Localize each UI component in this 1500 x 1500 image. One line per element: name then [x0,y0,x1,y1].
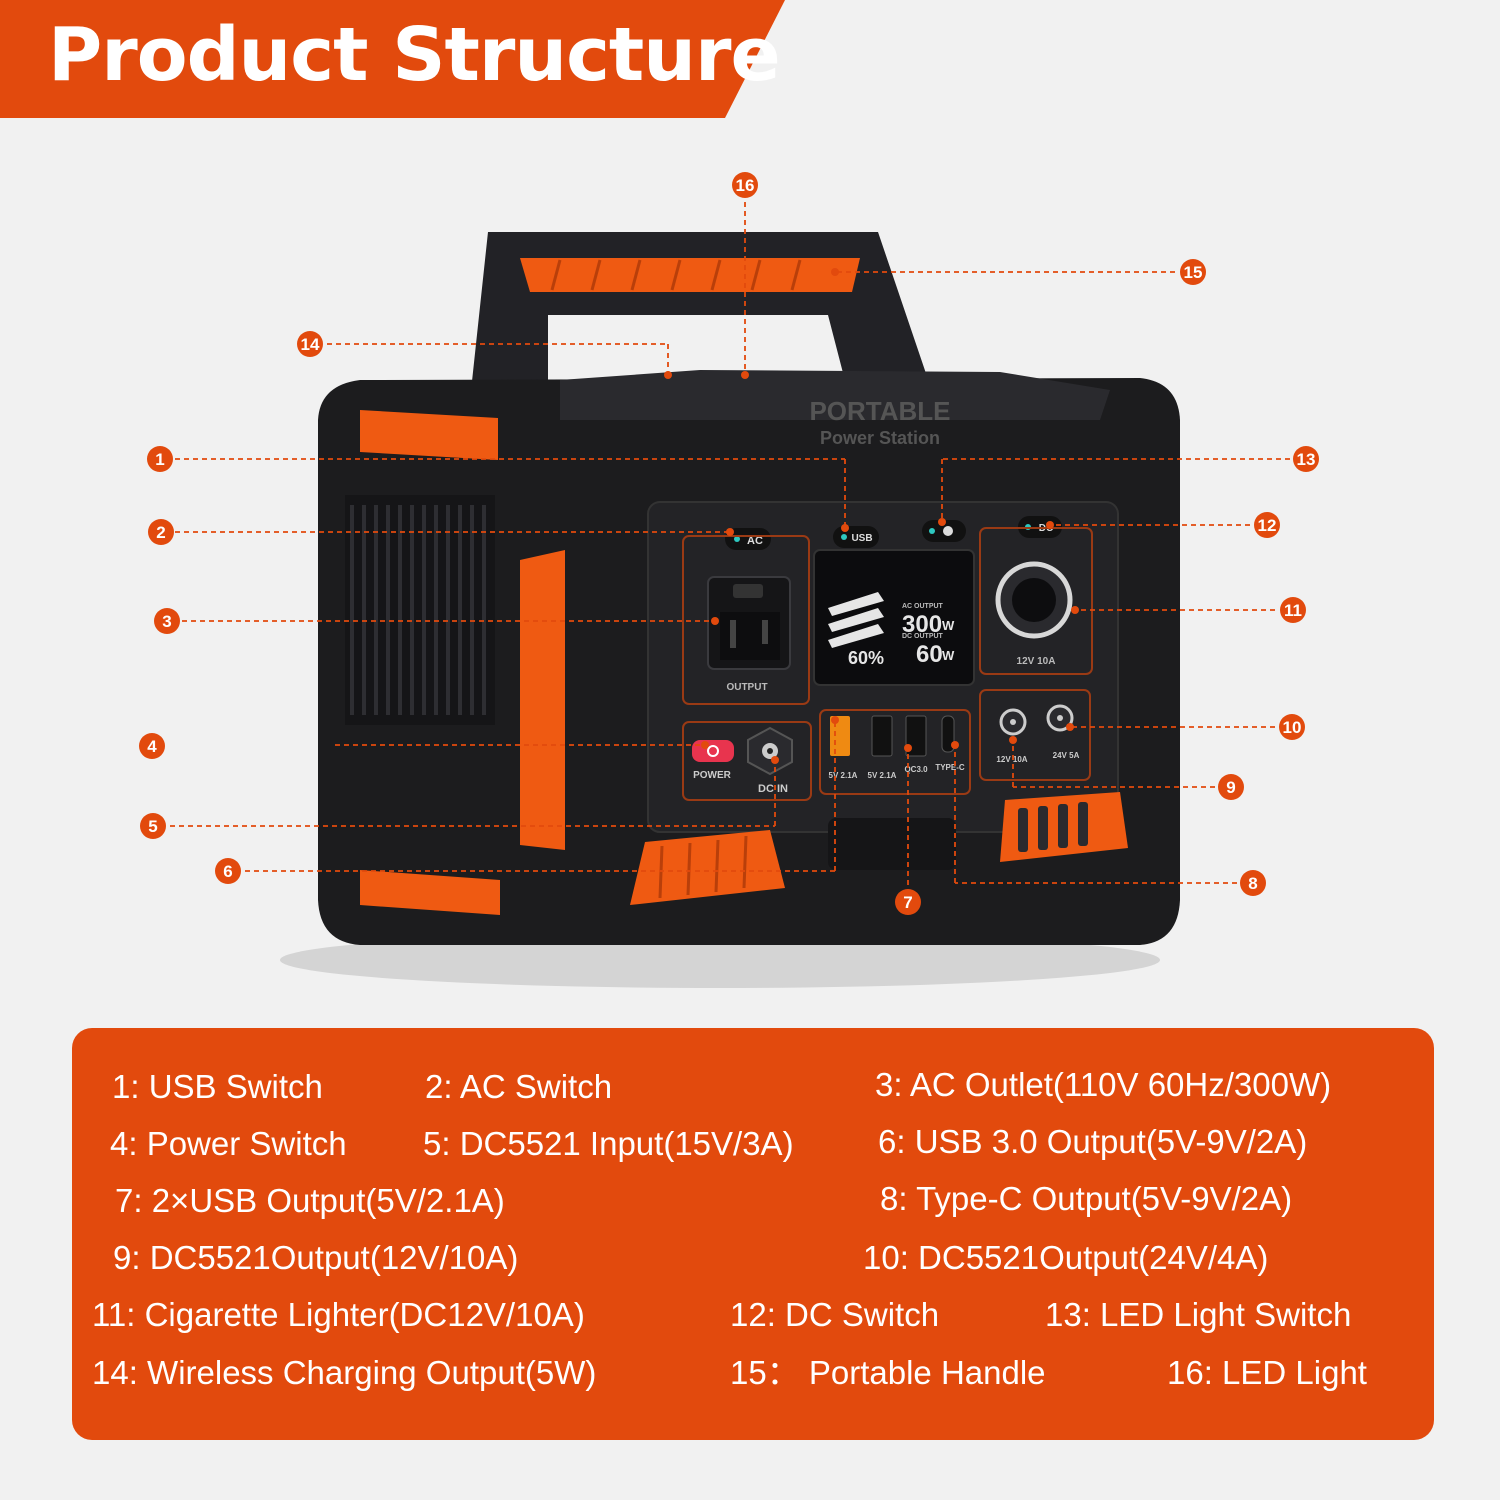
legend-item-9: 9: DC5521Output(12V/10A) [113,1239,519,1276]
ac-outlet [707,576,791,670]
svg-text:15: 15 [1184,263,1203,282]
callout-marker-14: 14 [297,331,323,357]
callout-marker-10: 10 [1279,714,1305,740]
ac-output-value: 300 [902,611,942,638]
dc-input-port [747,726,793,776]
led-light-switch [922,520,966,542]
dc5521-port-12v [999,708,1027,736]
callout-marker-9: 9 [1218,774,1244,800]
svg-text:5: 5 [148,817,157,836]
legend-item-14: 14: Wireless Charging Output(5W) [92,1354,597,1391]
svg-text:W: W [942,648,955,663]
handle [470,232,935,400]
svg-text:QC3.0: QC3.0 [904,765,928,774]
svg-text:11: 11 [1284,601,1302,620]
cigarette-lighter [995,561,1073,639]
callout-marker-3: 3 [154,608,180,634]
svg-text:24V 5A: 24V 5A [1053,751,1080,760]
callout-marker-1: 1 [147,446,173,472]
lighter-frame [979,527,1093,675]
usb-port-type-c [941,715,955,753]
legend-item-11: 11: Cigarette Lighter(DC12V/10A) [92,1296,585,1333]
dc-output-value: 60 [916,641,943,668]
header-banner [0,0,785,118]
legend-item-4: 4: Power Switch [110,1125,347,1162]
svg-text:5V 2.1A: 5V 2.1A [829,771,858,780]
dc-in-label: DC IN [758,783,788,795]
ac-output-display-label: AC OUTPUT [902,603,944,610]
legend-item-13: 13: LED Light Switch [1045,1296,1352,1333]
svg-text:16: 16 [736,176,755,195]
legend-item-6: 6: USB 3.0 Output(5V-9V/2A) [878,1123,1308,1160]
callout-lines [170,202,1290,885]
svg-text:10: 10 [1283,718,1302,737]
legend-item-3: 3: AC Outlet(110V 60Hz/300W) [875,1066,1332,1103]
callout-marker-8: 8 [1240,870,1266,896]
front-handle-recess [828,818,956,870]
svg-text:8: 8 [1248,874,1257,893]
lcd-display: 60% AC OUTPUT 300 W DC OUTPUT 60 W [813,549,975,686]
legend-item-2: 2: AC Switch [425,1068,613,1105]
svg-text:12: 12 [1258,516,1277,535]
svg-text:7: 7 [903,893,912,912]
usb-frame [819,709,971,795]
svg-text:AC: AC [747,535,763,547]
handle-grip [520,258,860,292]
svg-text:W: W [942,618,955,633]
svg-text:4: 4 [147,737,157,756]
legend-item-5: 5: DC5521 Input(15V/3A) [423,1125,794,1162]
left-bottom-bumper [360,870,500,915]
svg-text:3: 3 [162,612,171,631]
power-frame [682,721,812,801]
top-label-portable: PORTABLE [809,396,950,426]
callout-marker-6: 6 [215,858,241,884]
legend-panel [72,1028,1434,1440]
svg-text:2: 2 [156,523,165,542]
callout-marker-4: 4 [139,733,165,759]
usb-port-2 [871,715,893,757]
ac-output-label: OUTPUT [726,682,767,693]
page-title: Product Structure [48,12,781,98]
legend-item-7: 7: 2×USB Output(5V/2.1A) [115,1182,505,1219]
dc-ports-frame [979,689,1091,781]
ac-outlet-frame [682,535,810,705]
left-side-stripe [520,550,565,850]
callout-marker-11: 11 [1280,597,1306,623]
svg-text:1: 1 [155,450,164,469]
callout-marker-2: 2 [148,519,174,545]
svg-text:13: 13 [1297,450,1316,469]
legend-item-16: 16: LED Light [1167,1354,1367,1391]
svg-text:14: 14 [301,335,320,354]
legend-item-1: 1: USB Switch [112,1068,323,1105]
callout-marker-13: 13 [1293,446,1319,472]
power-button [692,740,734,762]
side-vent [345,495,495,725]
callout-marker-7: 7 [895,889,921,915]
svg-text:9: 9 [1226,778,1235,797]
dc-output-display-label: DC OUTPUT [902,633,944,640]
callout-marker-12: 12 [1254,512,1280,538]
svg-text:TYPE-C: TYPE-C [935,763,965,772]
legend-item-10: 10: DC5521Output(24V/4A) [863,1239,1269,1276]
callout-dots [664,268,1079,764]
dc5521-port-24v [1046,704,1074,732]
svg-text:USB: USB [851,533,872,544]
legend-item-15: 15： Portable Handle [730,1354,1046,1391]
usb-switch: USB [833,526,879,548]
legend-item-12: 12: DC Switch [730,1296,940,1333]
callout-marker-5: 5 [140,813,166,839]
product-illustration: PORTABLE Power Station AC USB [139,172,1319,988]
top-label-power-station: Power Station [820,428,940,448]
left-top-bumper [360,410,498,460]
ac-switch: AC [725,528,771,550]
callout-marker-16: 16 [732,172,758,198]
lighter-rating: 12V 10A [1017,656,1056,667]
battery-percentage: 60% [848,648,884,668]
svg-text:5V 2.1A: 5V 2.1A [868,771,897,780]
svg-text:6: 6 [223,862,232,881]
device-shadow [280,932,1160,988]
legend-item-8: 8: Type-C Output(5V-9V/2A) [880,1180,1293,1217]
callout-marker-15: 15 [1180,259,1206,285]
power-label: POWER [693,770,732,781]
